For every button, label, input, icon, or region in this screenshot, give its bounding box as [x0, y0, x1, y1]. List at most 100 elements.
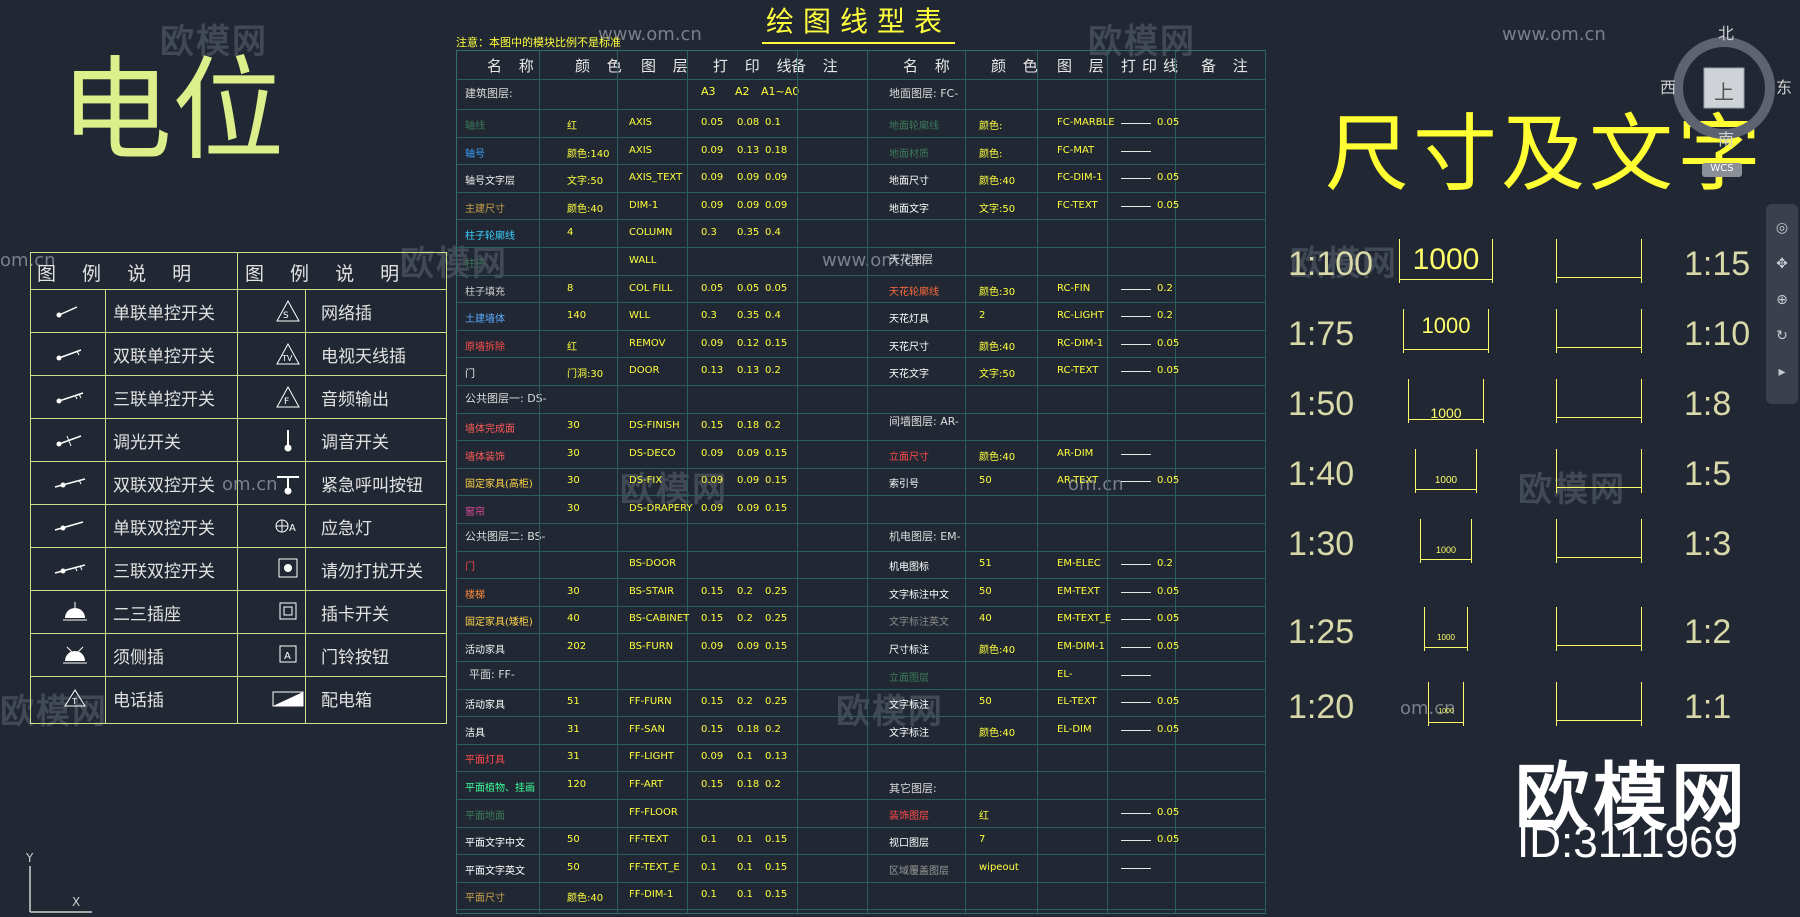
- watermark-url: om.cn: [222, 474, 278, 495]
- legend-row: 单联双控开关 A 应急灯: [31, 504, 446, 548]
- cell-print-width: 0.15: [701, 696, 724, 707]
- dimension-sample: 1000: [1408, 379, 1484, 429]
- scale-label: 1:1: [1684, 688, 1732, 726]
- compass-west[interactable]: 西: [1660, 78, 1677, 97]
- cell-print-width: 0.05: [737, 283, 760, 294]
- note-text: 注意：本图中的模块比例不是标准: [456, 36, 621, 49]
- dimension-line: [1557, 645, 1641, 646]
- cell-layer: AXIS: [629, 145, 652, 156]
- compass-ring-icon: [1673, 37, 1775, 139]
- legend-row: 三联双控开关 请勿打扰开关: [31, 547, 446, 591]
- double-two-way-switch-icon: [54, 478, 86, 488]
- cell-name: 柱子: [465, 259, 485, 270]
- cell-color: wipeout: [979, 862, 1019, 873]
- cell-p: 0.05: [1157, 696, 1180, 707]
- legend-row: 三联单控开关 F 音频输出: [31, 375, 446, 419]
- triple-switch-icon: [56, 392, 84, 404]
- section-title: 机电图层: EM-: [889, 530, 961, 543]
- scale-label: 1:3: [1684, 525, 1732, 563]
- cell-print-width: 0.1: [737, 751, 753, 762]
- table-column-line: [965, 51, 966, 913]
- cell-color: 红: [567, 121, 577, 132]
- legend-row: 二三插座 插卡开关: [31, 590, 446, 634]
- cell-print-width: 0.09: [701, 503, 724, 514]
- legend-row: 须侧插 A 门铃按钮: [31, 633, 446, 677]
- cell-print-width: 0.25: [765, 586, 788, 597]
- cell-name: 文字标注中文: [889, 590, 949, 601]
- legend-header-left: 图 例 说 明: [37, 263, 202, 285]
- main-title: 绘图线型表: [762, 0, 956, 44]
- dimension-sample: 1000: [1403, 309, 1489, 359]
- cell-print-width: 0.1: [737, 889, 753, 900]
- legend-label: 配电箱: [321, 691, 372, 711]
- dimension-value: 1000: [1435, 545, 1457, 555]
- legend-label: 三联双控开关: [113, 562, 215, 582]
- cell-print-width: 0.18: [737, 779, 760, 790]
- cell-color: 颜色:40: [979, 176, 1016, 187]
- svg-text:A: A: [284, 651, 291, 662]
- dimension-sample: 1000: [1420, 519, 1472, 569]
- orbit-icon[interactable]: ↻: [1776, 328, 1788, 344]
- dimmer-switch-icon: [56, 435, 82, 447]
- table-column-line: [867, 51, 868, 913]
- cell-layer: AXIS_TEXT: [629, 172, 683, 183]
- cell-name: 视口图层: [889, 838, 929, 849]
- cell-print-width: 0.09: [765, 200, 788, 211]
- viewcube-top-face[interactable]: 上: [1714, 80, 1734, 104]
- cell-color: 颜色:: [979, 149, 1003, 160]
- cell-layer: FF-FURN: [629, 696, 672, 707]
- legend-label: 三联单控开关: [113, 390, 215, 410]
- cell-color: 红: [979, 811, 989, 822]
- title-dimension-text: 尺寸及文字: [1325, 105, 1766, 203]
- showmotion-icon[interactable]: ▸: [1778, 364, 1786, 380]
- cell-name: 文字标注: [889, 728, 929, 739]
- cell-name: 地面轮廓线: [889, 121, 939, 132]
- dimension-value: 1000: [1437, 633, 1455, 642]
- legend-divider: [305, 289, 306, 723]
- zoom-icon[interactable]: ⊕: [1776, 292, 1788, 308]
- svg-text:A: A: [289, 523, 296, 534]
- cell-name: 地面尺寸: [889, 176, 929, 187]
- cell-print-width: 0.1: [701, 862, 717, 873]
- compass-north[interactable]: 北: [1718, 24, 1735, 43]
- dimension-sample: 1000: [1415, 449, 1477, 499]
- cell-color: 颜色:30: [979, 287, 1016, 298]
- cell-color: 40: [979, 613, 992, 624]
- cell-name: 尺寸标注: [889, 645, 929, 656]
- ucs-axis-icon: Y X: [25, 851, 92, 913]
- compass-south[interactable]: 南: [1718, 130, 1735, 149]
- cell-layer: AR-TEXT: [1057, 475, 1099, 486]
- legend-divider: [105, 289, 106, 723]
- compass-east[interactable]: 东: [1776, 78, 1793, 97]
- cell-print-width: 0.05: [701, 283, 724, 294]
- legend-row: 调光开关 调音开关: [31, 418, 446, 462]
- dimension-value: 1000: [1412, 243, 1480, 276]
- steering-wheel-icon[interactable]: ◎: [1775, 220, 1789, 236]
- wcs-menu-button[interactable]: WCS: [1702, 163, 1742, 177]
- dimension-line: [1415, 489, 1477, 490]
- watermark-logo: 欧模网: [1518, 470, 1626, 510]
- cell-print-width: 0.1: [701, 834, 717, 845]
- legend-label: 请勿打扰开关: [321, 562, 423, 582]
- legend-row: 单联单控开关 S 网络插: [31, 289, 446, 333]
- cell-name: 轴线: [465, 121, 485, 132]
- volume-switch-icon: [284, 430, 292, 452]
- print-line-sample: [1121, 151, 1151, 152]
- section-title: 公共图层二: BS-: [465, 530, 546, 543]
- cell-name: 活动家具: [465, 700, 505, 711]
- cell-color: 31: [567, 724, 580, 735]
- cell-name: 地面材质: [889, 149, 929, 160]
- section-title: 其它图层:: [889, 782, 937, 795]
- print-line-sample: [1121, 481, 1151, 482]
- watermark-logo: 欧模网: [400, 244, 508, 284]
- cell-layer: DS-FINISH: [629, 420, 680, 431]
- cell-name: 洁具: [465, 728, 485, 739]
- cell-print-width: 0.15: [701, 420, 724, 431]
- viewcube-compass[interactable]: 北 南 西 东 上: [1660, 22, 1796, 150]
- pan-icon[interactable]: ✥: [1776, 256, 1788, 272]
- cell-print-width: 0.15: [765, 834, 788, 845]
- cell-p: 0.05: [1157, 475, 1180, 486]
- legend-label: 电视天线插: [321, 347, 406, 367]
- scale-label: 1:75: [1288, 315, 1355, 353]
- brand-id: ID:3111969: [1517, 818, 1738, 867]
